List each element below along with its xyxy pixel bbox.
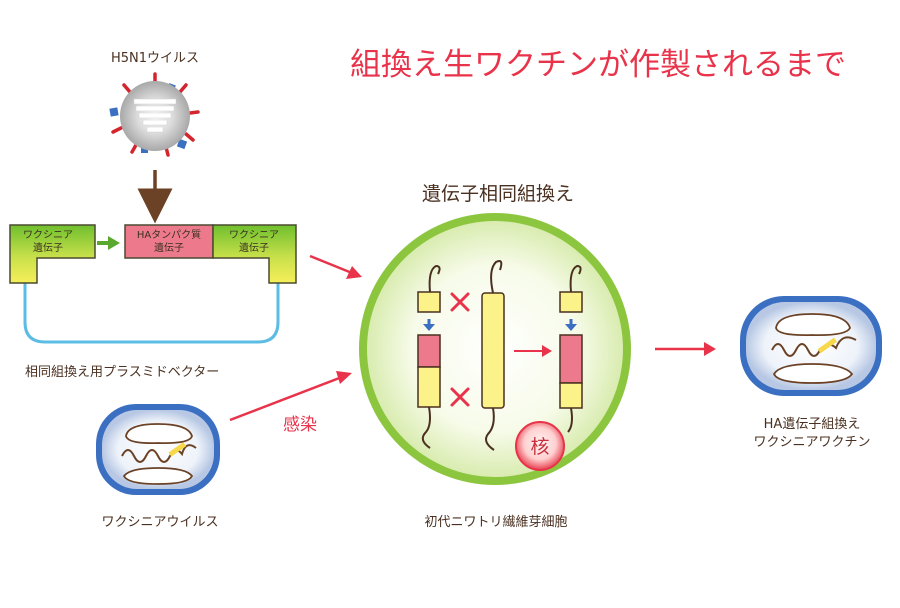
nucleus-icon (515, 421, 565, 471)
plasmid-middle-block-line2: 遺伝子 (154, 241, 184, 254)
h5n1-virus-icon (109, 72, 200, 157)
result-label-line2: ワクシニアワクチン (753, 435, 870, 450)
chicken-cell-label: 初代ニワトリ繊維芽細胞 (424, 514, 567, 530)
result-label-line1: HA遺伝子組換え (764, 417, 861, 432)
recombination-title: 遺伝子相同組換え (422, 183, 574, 205)
chicken-cell (359, 213, 631, 485)
recombinant-vaccinia-icon (740, 296, 882, 396)
plasmid-left-block-line2: 遺伝子 (33, 241, 63, 254)
h5n1-virus-label: H5N1ウイルス (111, 51, 199, 66)
plasmid-left-block-line1: ワクシニア (23, 229, 73, 241)
arrow-cell-to-result (655, 342, 716, 356)
plasmid-vector-label: 相同組換え用プラスミドベクター (25, 365, 219, 380)
crossover-mark-top (450, 292, 470, 312)
page-title: 組換え生ワクチンが作製されるまで (350, 47, 846, 83)
infection-label: 感染 (283, 415, 317, 435)
plasmid-loop (23, 276, 280, 344)
arrow-vaccinia-to-cell (229, 371, 352, 422)
arrow-plasmid-to-cell (309, 254, 362, 279)
vaccinia-virus-icon (96, 404, 220, 495)
plasmid-right-block-line2: 遺伝子 (239, 241, 269, 254)
plasmid-middle-block-line1: HAタンパク質 (137, 228, 201, 241)
crossover-mark-bottom (450, 387, 470, 407)
nucleus-label: 核 (530, 436, 549, 458)
plasmid-right-block-line1: ワクシニア (229, 229, 279, 241)
plasmid-vector (9, 224, 297, 284)
vaccinia-virus-label: ワクシニアウイルス (101, 515, 218, 530)
